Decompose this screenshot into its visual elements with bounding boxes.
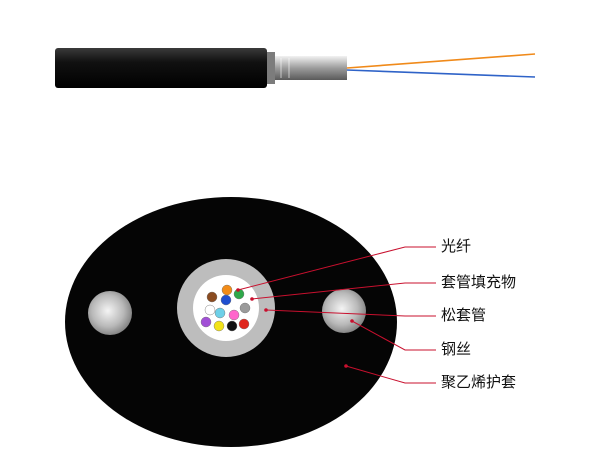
fiber-9 xyxy=(213,320,225,332)
fiber-1 xyxy=(220,294,232,306)
fiber-2 xyxy=(221,284,233,296)
steel-wire-left xyxy=(88,291,132,335)
leader-fiber xyxy=(237,246,436,291)
label-fiber: 光纤 xyxy=(441,237,472,255)
side-outer-jacket xyxy=(55,48,267,88)
fiber-5 xyxy=(239,302,251,314)
leader-loose-tube xyxy=(265,309,436,317)
leader-tube-filler xyxy=(251,282,436,300)
fiber-12 xyxy=(214,307,226,319)
cross-section xyxy=(65,197,397,447)
fiber-4 xyxy=(206,291,218,303)
steel-wire-right xyxy=(322,289,366,333)
label-loose-tube: 松套管 xyxy=(441,306,487,324)
fiber-11 xyxy=(228,309,240,321)
fiber-6 xyxy=(204,304,216,316)
fiber-10 xyxy=(200,316,212,328)
fiber-bundle xyxy=(200,284,251,332)
label-tube-filler: 套管填充物 xyxy=(441,273,517,291)
leader-pe-sheath xyxy=(345,365,436,384)
side-view-cable xyxy=(55,48,536,88)
fiber-7 xyxy=(238,318,250,330)
side-loose-tube xyxy=(275,56,347,80)
leader-steel-wire xyxy=(351,320,436,351)
label-steel-wire: 钢丝 xyxy=(441,340,472,358)
leader-lines xyxy=(236,246,436,384)
side-fiber-orange xyxy=(346,53,536,69)
side-fiber-blue xyxy=(346,69,536,78)
side-steel-wire-end xyxy=(267,52,275,84)
label-pe-sheath: 聚乙烯护套 xyxy=(441,373,517,391)
fiber-8 xyxy=(226,320,238,332)
